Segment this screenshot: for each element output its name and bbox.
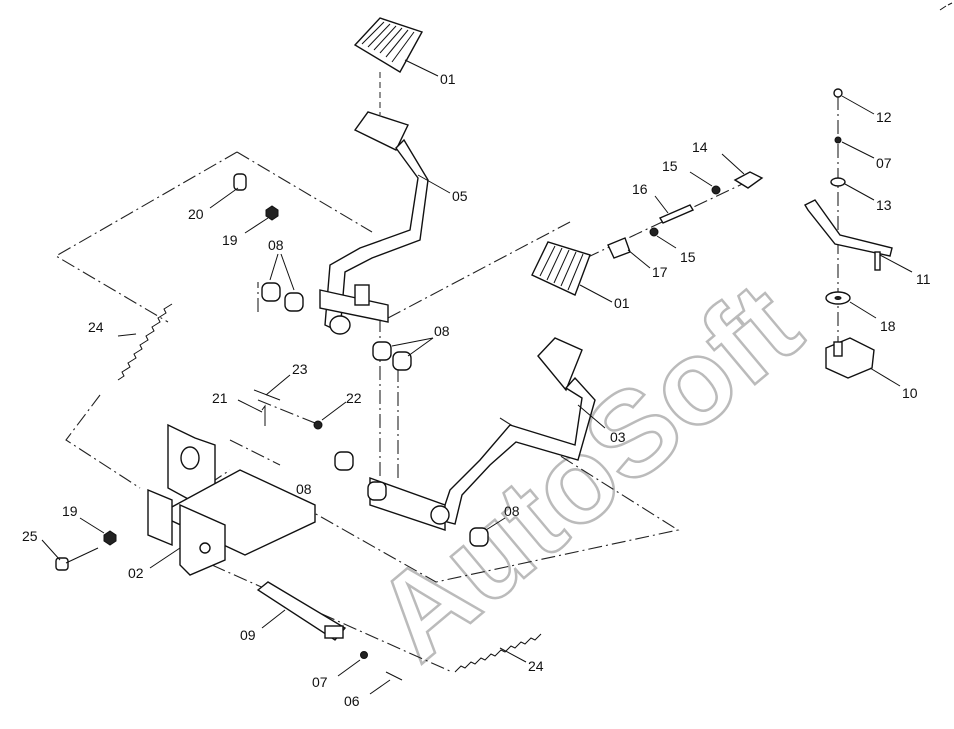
nut-12 — [833, 88, 875, 115]
callout-10: 10 — [902, 385, 918, 401]
callout-01-lower: 01 — [614, 295, 630, 311]
callout-03: 03 — [610, 429, 626, 445]
callout-18: 18 — [880, 318, 896, 334]
nut-19-upper — [244, 205, 279, 234]
callout-24-upper: 24 — [88, 319, 104, 335]
watermark-text: AutoSoft — [350, 257, 824, 685]
mounting-bracket — [147, 423, 316, 576]
callout-08-a: 08 — [268, 237, 284, 253]
callout-16: 16 — [632, 181, 648, 197]
washer-07-upper — [834, 136, 875, 159]
pedal-pad-lower — [531, 241, 613, 303]
bushing-lower-right — [469, 517, 506, 547]
callout-08-b: 08 — [434, 323, 450, 339]
bolt-23 — [253, 374, 291, 401]
callout-12: 12 — [876, 109, 892, 125]
callout-17: 17 — [652, 264, 668, 280]
washer-18 — [825, 291, 877, 319]
callout-13: 13 — [876, 197, 892, 213]
callout-07-upper: 07 — [876, 155, 892, 171]
callout-05: 05 — [452, 188, 468, 204]
callout-02: 02 — [128, 565, 144, 581]
bolt-25 — [41, 539, 99, 571]
callout-06: 06 — [344, 693, 360, 709]
callout-19-upper: 19 — [222, 232, 238, 248]
callout-08-c: 08 — [296, 481, 312, 497]
nut-19-lower — [79, 517, 117, 546]
callout-25: 25 — [22, 528, 38, 544]
lever-arm-11 — [804, 199, 913, 273]
callout-11: 11 — [916, 271, 931, 287]
clutch-pedal-arm — [319, 72, 451, 335]
pin-06 — [369, 671, 403, 695]
linkage-rod-16 — [654, 195, 695, 224]
assembly-outline-upper — [54, 151, 571, 323]
callout-01-upper: 01 — [440, 71, 456, 87]
callout-23: 23 — [292, 361, 308, 377]
rod-end-14 — [721, 153, 764, 189]
callout-08-d: 08 — [504, 503, 520, 519]
callout-19-lower: 19 — [62, 503, 78, 519]
callout-15-upper: 15 — [662, 158, 678, 174]
callout-15-lower: 15 — [680, 249, 696, 265]
callout-14: 14 — [692, 139, 708, 155]
washer-22 — [313, 401, 347, 430]
callout-09: 09 — [240, 627, 256, 643]
callout-22: 22 — [346, 390, 362, 406]
switch-plate-10 — [825, 337, 901, 387]
pedal-pad-upper — [353, 17, 439, 77]
callout-labels: 01 05 20 19 08 08 24 23 21 22 08 08 19 2… — [22, 71, 931, 709]
bushing-set-upper — [261, 253, 434, 371]
nut-15-upper — [689, 171, 721, 195]
return-spring-upper — [117, 303, 173, 381]
washer-13 — [830, 177, 875, 201]
corner-mark — [939, 2, 953, 11]
pivot-shaft — [256, 581, 347, 641]
callout-24-lower: 24 — [528, 658, 544, 674]
spring-pin-21 — [237, 399, 266, 426]
brake-pedal-arm — [334, 337, 606, 531]
nut-15-lower — [649, 227, 677, 249]
washer-07-lower — [337, 651, 368, 677]
return-spring-lower — [454, 633, 542, 673]
callout-20: 20 — [188, 206, 204, 222]
clevis-17 — [607, 237, 651, 269]
pin-20 — [209, 173, 247, 209]
callout-21: 21 — [212, 390, 228, 406]
callout-07-lower: 07 — [312, 674, 328, 690]
